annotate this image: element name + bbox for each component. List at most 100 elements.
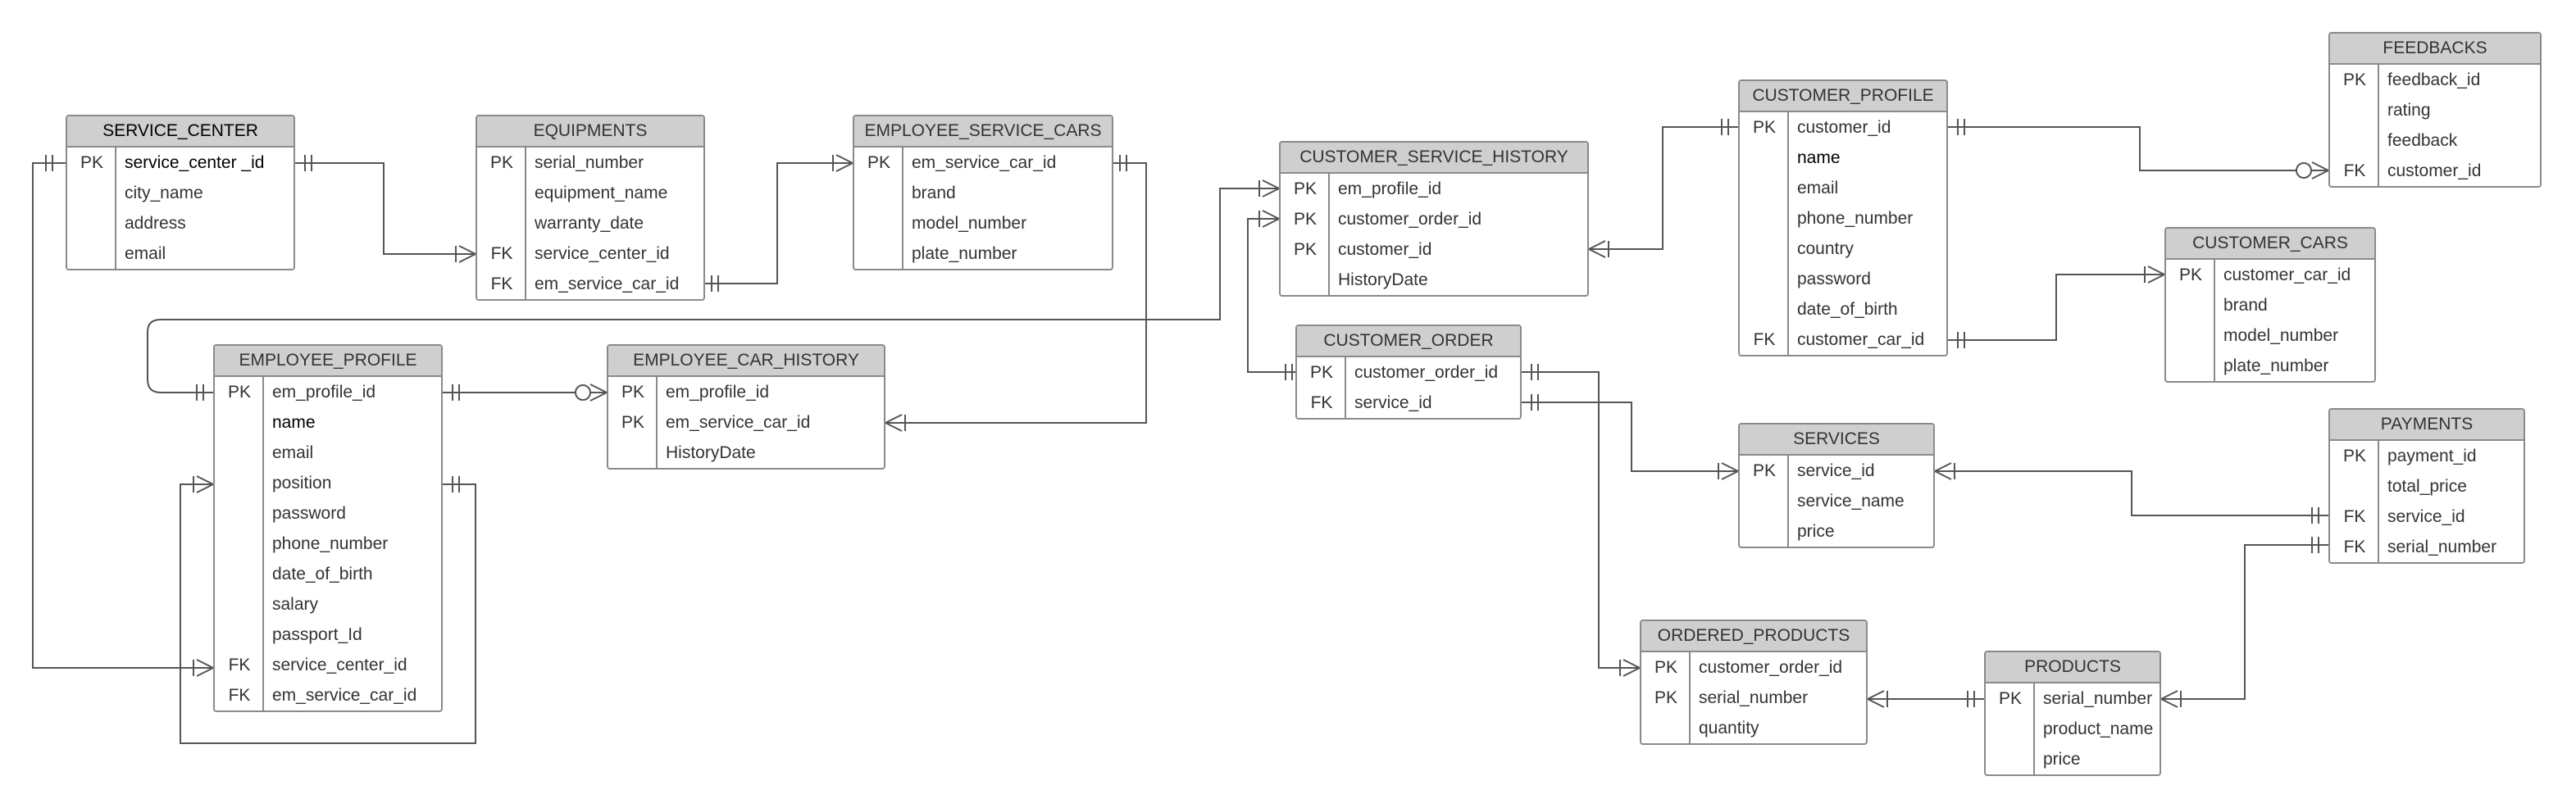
entity-title: CUSTOMER_CARS — [2166, 229, 2374, 260]
attribute-row[interactable]: name — [215, 407, 441, 438]
attribute-row[interactable]: price — [1986, 744, 2160, 774]
key-label: PK — [621, 413, 644, 432]
field-name: HistoryDate — [666, 443, 756, 462]
one-mandatory-marker — [1721, 119, 1729, 135]
attribute-row[interactable]: name — [1740, 143, 1946, 173]
attribute-row[interactable]: model_number — [2166, 320, 2374, 351]
one-mandatory-marker — [452, 476, 460, 493]
attribute-row[interactable]: position — [215, 468, 441, 498]
attribute-row[interactable]: date_of_birth — [215, 559, 441, 589]
attribute-row[interactable]: password — [215, 498, 441, 529]
attribute-row[interactable]: product_name — [1986, 714, 2160, 744]
attribute-row[interactable]: HistoryDate — [1281, 265, 1587, 295]
key-label: FK — [1753, 330, 1776, 349]
key-label — [1740, 294, 1789, 325]
relation-customerorder-orderedproducts — [1522, 371, 1640, 669]
attribute-row[interactable]: email — [215, 438, 441, 468]
attribute-row[interactable]: rating — [2330, 95, 2540, 125]
attribute-row[interactable]: HistoryDate — [608, 438, 884, 468]
one-mandatory-marker — [452, 384, 460, 401]
key-label — [2166, 351, 2215, 381]
field-name: warranty_date — [535, 214, 644, 233]
attribute-row[interactable]: email — [1740, 173, 1946, 203]
attribute-row[interactable]: address — [67, 208, 294, 238]
key-label — [1740, 203, 1789, 234]
attribute-row[interactable]: email — [67, 238, 294, 269]
attribute-row[interactable]: model_number — [854, 208, 1112, 238]
field-name: feedback — [2387, 131, 2458, 150]
attribute-row[interactable]: salary — [215, 589, 441, 620]
field-name: passport_Id — [272, 625, 362, 644]
many-marker — [1718, 462, 1739, 480]
key-label — [215, 589, 264, 620]
attribute-row[interactable]: passport_Id — [215, 620, 441, 650]
attribute-row[interactable]: price — [1740, 516, 1933, 547]
attribute-row[interactable]: plate_number — [2166, 351, 2374, 381]
field-name: service_name — [1797, 492, 1905, 511]
attribute-row[interactable]: feedback — [2330, 125, 2540, 156]
field-name: customer_id — [1338, 240, 1432, 259]
attribute-row[interactable]: city_name — [67, 178, 294, 208]
attribute-row[interactable]: service_name — [1740, 486, 1933, 516]
one-mandatory-marker — [2311, 507, 2319, 524]
attribute-row[interactable]: date_of_birth — [1740, 294, 1946, 325]
attribute-row[interactable]: total_price — [2330, 471, 2524, 502]
attribute-row[interactable]: phone_number — [1740, 203, 1946, 234]
attribute-row[interactable]: brand — [854, 178, 1112, 208]
entity-title: FEEDBACKS — [2330, 34, 2540, 65]
attribute-row[interactable]: warranty_date — [477, 208, 703, 238]
attribute-row[interactable]: phone_number — [215, 529, 441, 559]
attribute-row[interactable]: brand — [2166, 290, 2374, 320]
field-name: name — [272, 413, 316, 432]
attribute-row[interactable]: plate_number — [854, 238, 1112, 269]
attribute-row[interactable]: country — [1740, 234, 1946, 264]
attribute-row[interactable]: equipment_name — [477, 178, 703, 208]
attribute-row[interactable]: quantity — [1641, 713, 1866, 743]
attribute-row[interactable]: password — [1740, 264, 1946, 294]
relation-servicecenter-equipments — [295, 162, 476, 255]
field-name: brand — [912, 184, 956, 202]
